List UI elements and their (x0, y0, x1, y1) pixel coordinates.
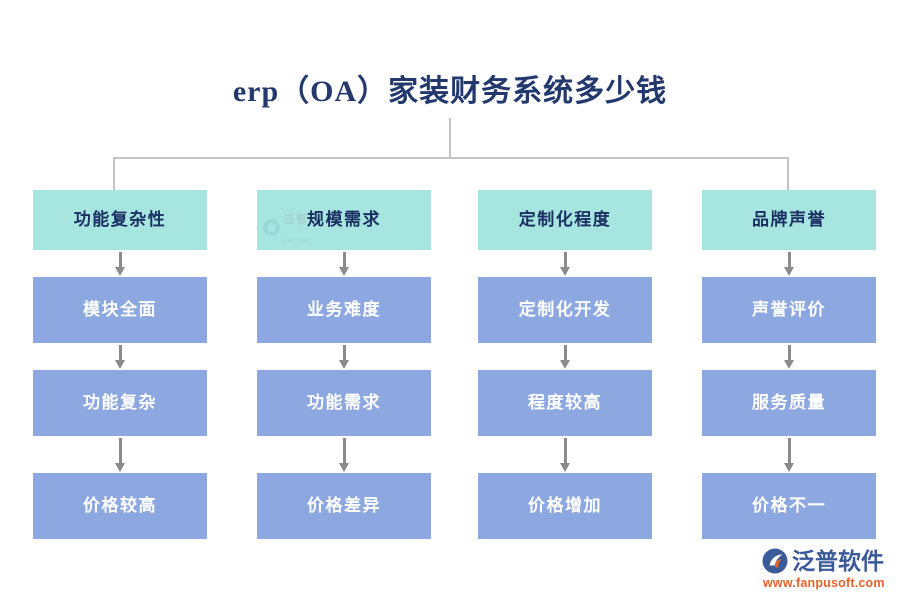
branch-step-4-2[interactable]: 服务质量 (702, 370, 876, 436)
branch-step-label-4-1: 声誉评价 (752, 299, 826, 319)
arrow-down-2-3 (257, 436, 431, 473)
arrow-down-4-1 (702, 250, 876, 277)
arrow-down-2-1 (257, 250, 431, 277)
arrow-down-3-2 (478, 343, 652, 370)
page-title: erp（OA）家装财务系统多少钱 (232, 75, 668, 108)
branch-step-label-2-2: 功能需求 (307, 392, 381, 412)
connector-drop-left (113, 157, 115, 190)
arrow-down-2-2 (257, 343, 431, 370)
arrow-down-1-3 (33, 436, 207, 473)
branch-header-label-4: 品牌声誉 (752, 209, 826, 229)
branch-step-label-2-1: 业务难度 (307, 299, 381, 319)
branch-step-2-2[interactable]: 功能需求 (257, 370, 431, 436)
arrow-down-4-3 (702, 436, 876, 473)
branch-column-4: 品牌声誉 声誉评价 服务质量 价格不一 (702, 190, 876, 539)
branch-step-label-3-1: 定制化开发 (518, 299, 612, 319)
connector-drop-right (787, 157, 789, 190)
fanpu-watermark-icon: 泛普 FANPU SOFT (263, 209, 310, 246)
branch-step-label-1-1: 模块全面 (83, 299, 157, 319)
arrow-down-4-2 (702, 343, 876, 370)
brand-logo[interactable]: 泛普软件 www.fanpusoft.com (762, 548, 885, 592)
branch-column-1: 功能复杂性 模块全面 功能复杂 价格较高 (33, 190, 207, 539)
branch-step-1-3[interactable]: 价格较高 (33, 473, 207, 539)
branch-step-label-4-2: 服务质量 (752, 392, 826, 412)
branch-header-label-1: 功能复杂性 (73, 209, 167, 229)
brand-name: 泛普软件 (792, 547, 884, 574)
branch-step-label-1-3: 价格较高 (83, 495, 157, 515)
branch-step-2-1[interactable]: 业务难度 (257, 277, 431, 343)
branch-header-4[interactable]: 品牌声誉 (702, 190, 876, 250)
branch-header-3[interactable]: 定制化程度 (478, 190, 652, 250)
connector-horizontal-bar (113, 157, 789, 159)
branch-step-3-3[interactable]: 价格增加 (478, 473, 652, 539)
arrow-down-3-3 (478, 436, 652, 473)
arrow-down-3-1 (478, 250, 652, 277)
watermark-subtext: FANPU SOFT (282, 237, 311, 243)
branch-header-1[interactable]: 功能复杂性 (33, 190, 207, 250)
branch-step-label-1-2: 功能复杂 (83, 392, 157, 412)
arrow-down-1-1 (33, 250, 207, 277)
branch-step-3-2[interactable]: 程度较高 (478, 370, 652, 436)
branch-column-2: 泛普 FANPU SOFT 规模需求 业务难度 功能需求 价格差异 (257, 190, 431, 539)
branch-step-label-4-3: 价格不一 (752, 495, 826, 515)
branch-header-label-3: 定制化程度 (518, 209, 612, 229)
branch-step-4-1[interactable]: 声誉评价 (702, 277, 876, 343)
branch-step-label-3-3: 价格增加 (528, 495, 602, 515)
branch-step-label-3-2: 程度较高 (528, 392, 602, 412)
branch-step-1-2[interactable]: 功能复杂 (33, 370, 207, 436)
branch-step-4-3[interactable]: 价格不一 (702, 473, 876, 539)
branch-step-3-1[interactable]: 定制化开发 (478, 277, 652, 343)
branch-header-label-2: 规模需求 (307, 209, 381, 229)
watermark-text: 泛普 (283, 214, 309, 226)
branch-step-1-1[interactable]: 模块全面 (33, 277, 207, 343)
fanpu-logo-icon (762, 548, 788, 574)
branch-step-2-3[interactable]: 价格差异 (257, 473, 431, 539)
connector-stem (449, 118, 451, 158)
branch-column-3: 定制化程度 定制化开发 程度较高 价格增加 (478, 190, 652, 539)
branch-step-label-2-3: 价格差异 (307, 495, 381, 515)
branch-header-2[interactable]: 泛普 FANPU SOFT 规模需求 (257, 190, 431, 250)
arrow-down-1-2 (33, 343, 207, 370)
brand-url: www.fanpusoft.com (763, 576, 885, 590)
